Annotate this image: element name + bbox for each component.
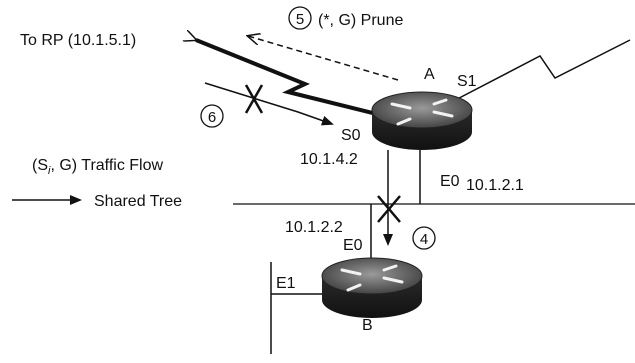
legend-flow-subscript: i [48, 165, 51, 177]
legend-flow-prefix: (S [32, 157, 48, 174]
x-mark-lan [377, 195, 401, 223]
legend-flow-rest: , G) Traffic Flow [50, 157, 163, 174]
s0-label: S0 [341, 127, 361, 144]
prune-label: (*, G) Prune [318, 12, 403, 29]
router-a-icon [371, 91, 473, 150]
router-b-label: B [362, 317, 373, 334]
shared-tree-link-to-rp [196, 40, 394, 120]
rp-label: To RP (10.1.5.1) [20, 32, 136, 49]
step-5-badge: 5 [288, 6, 312, 30]
s0-traffic-flow-arrow [204, 82, 334, 126]
step-5-number: 5 [296, 11, 304, 28]
s1-label: S1 [457, 73, 477, 90]
prune-arrow [248, 36, 399, 81]
router-b-icon [321, 257, 423, 318]
router-a-e0-ip: 10.1.2.1 [466, 177, 524, 194]
router-a-e0-label: E0 [440, 173, 460, 190]
legend-shared-tree: Shared Tree [94, 193, 182, 210]
router-b-e0-label: E0 [343, 237, 363, 254]
legend-traffic-flow: (Si, G) Traffic Flow [32, 157, 164, 177]
router-b-e1-label: E1 [276, 275, 296, 292]
x-mark-s0 [244, 84, 264, 114]
step-6-badge: 6 [200, 104, 224, 128]
s0-ip-label: 10.1.4.2 [300, 151, 358, 168]
s1-serial-link [439, 39, 631, 109]
step-6-number: 6 [208, 109, 216, 126]
router-b-e0-ip: 10.1.2.2 [285, 219, 343, 236]
step-4-number: 4 [420, 231, 428, 248]
router-a-label: A [424, 66, 435, 83]
step-4-badge: 4 [412, 226, 436, 250]
